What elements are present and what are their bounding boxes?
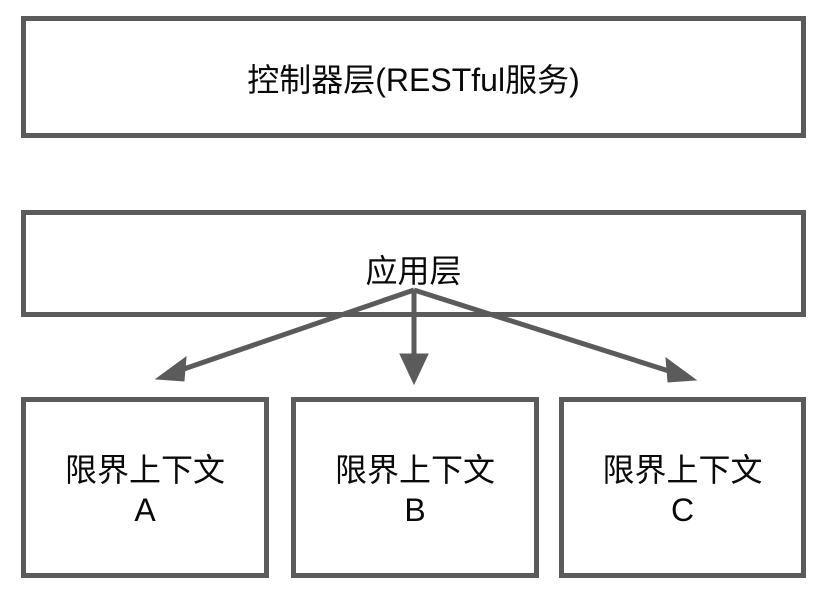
bounded-context-b-box[interactable]: 限界上下文 B bbox=[291, 397, 539, 578]
application-layer-box[interactable]: 应用层 bbox=[21, 210, 806, 317]
bounded-context-a-box[interactable]: 限界上下文 A bbox=[21, 397, 269, 578]
bounded-context-b-label: 限界上下文 B bbox=[334, 452, 495, 528]
controller-layer-label: 控制器层(RESTful服务) bbox=[247, 62, 580, 98]
application-layer-label: 应用层 bbox=[365, 253, 462, 289]
bounded-context-c-box[interactable]: 限界上下文 C bbox=[559, 397, 806, 578]
bounded-context-c-label: 限界上下文 C bbox=[602, 452, 763, 528]
controller-layer-box[interactable]: 控制器层(RESTful服务) bbox=[21, 16, 806, 138]
bounded-context-a-label: 限界上下文 A bbox=[64, 452, 225, 528]
